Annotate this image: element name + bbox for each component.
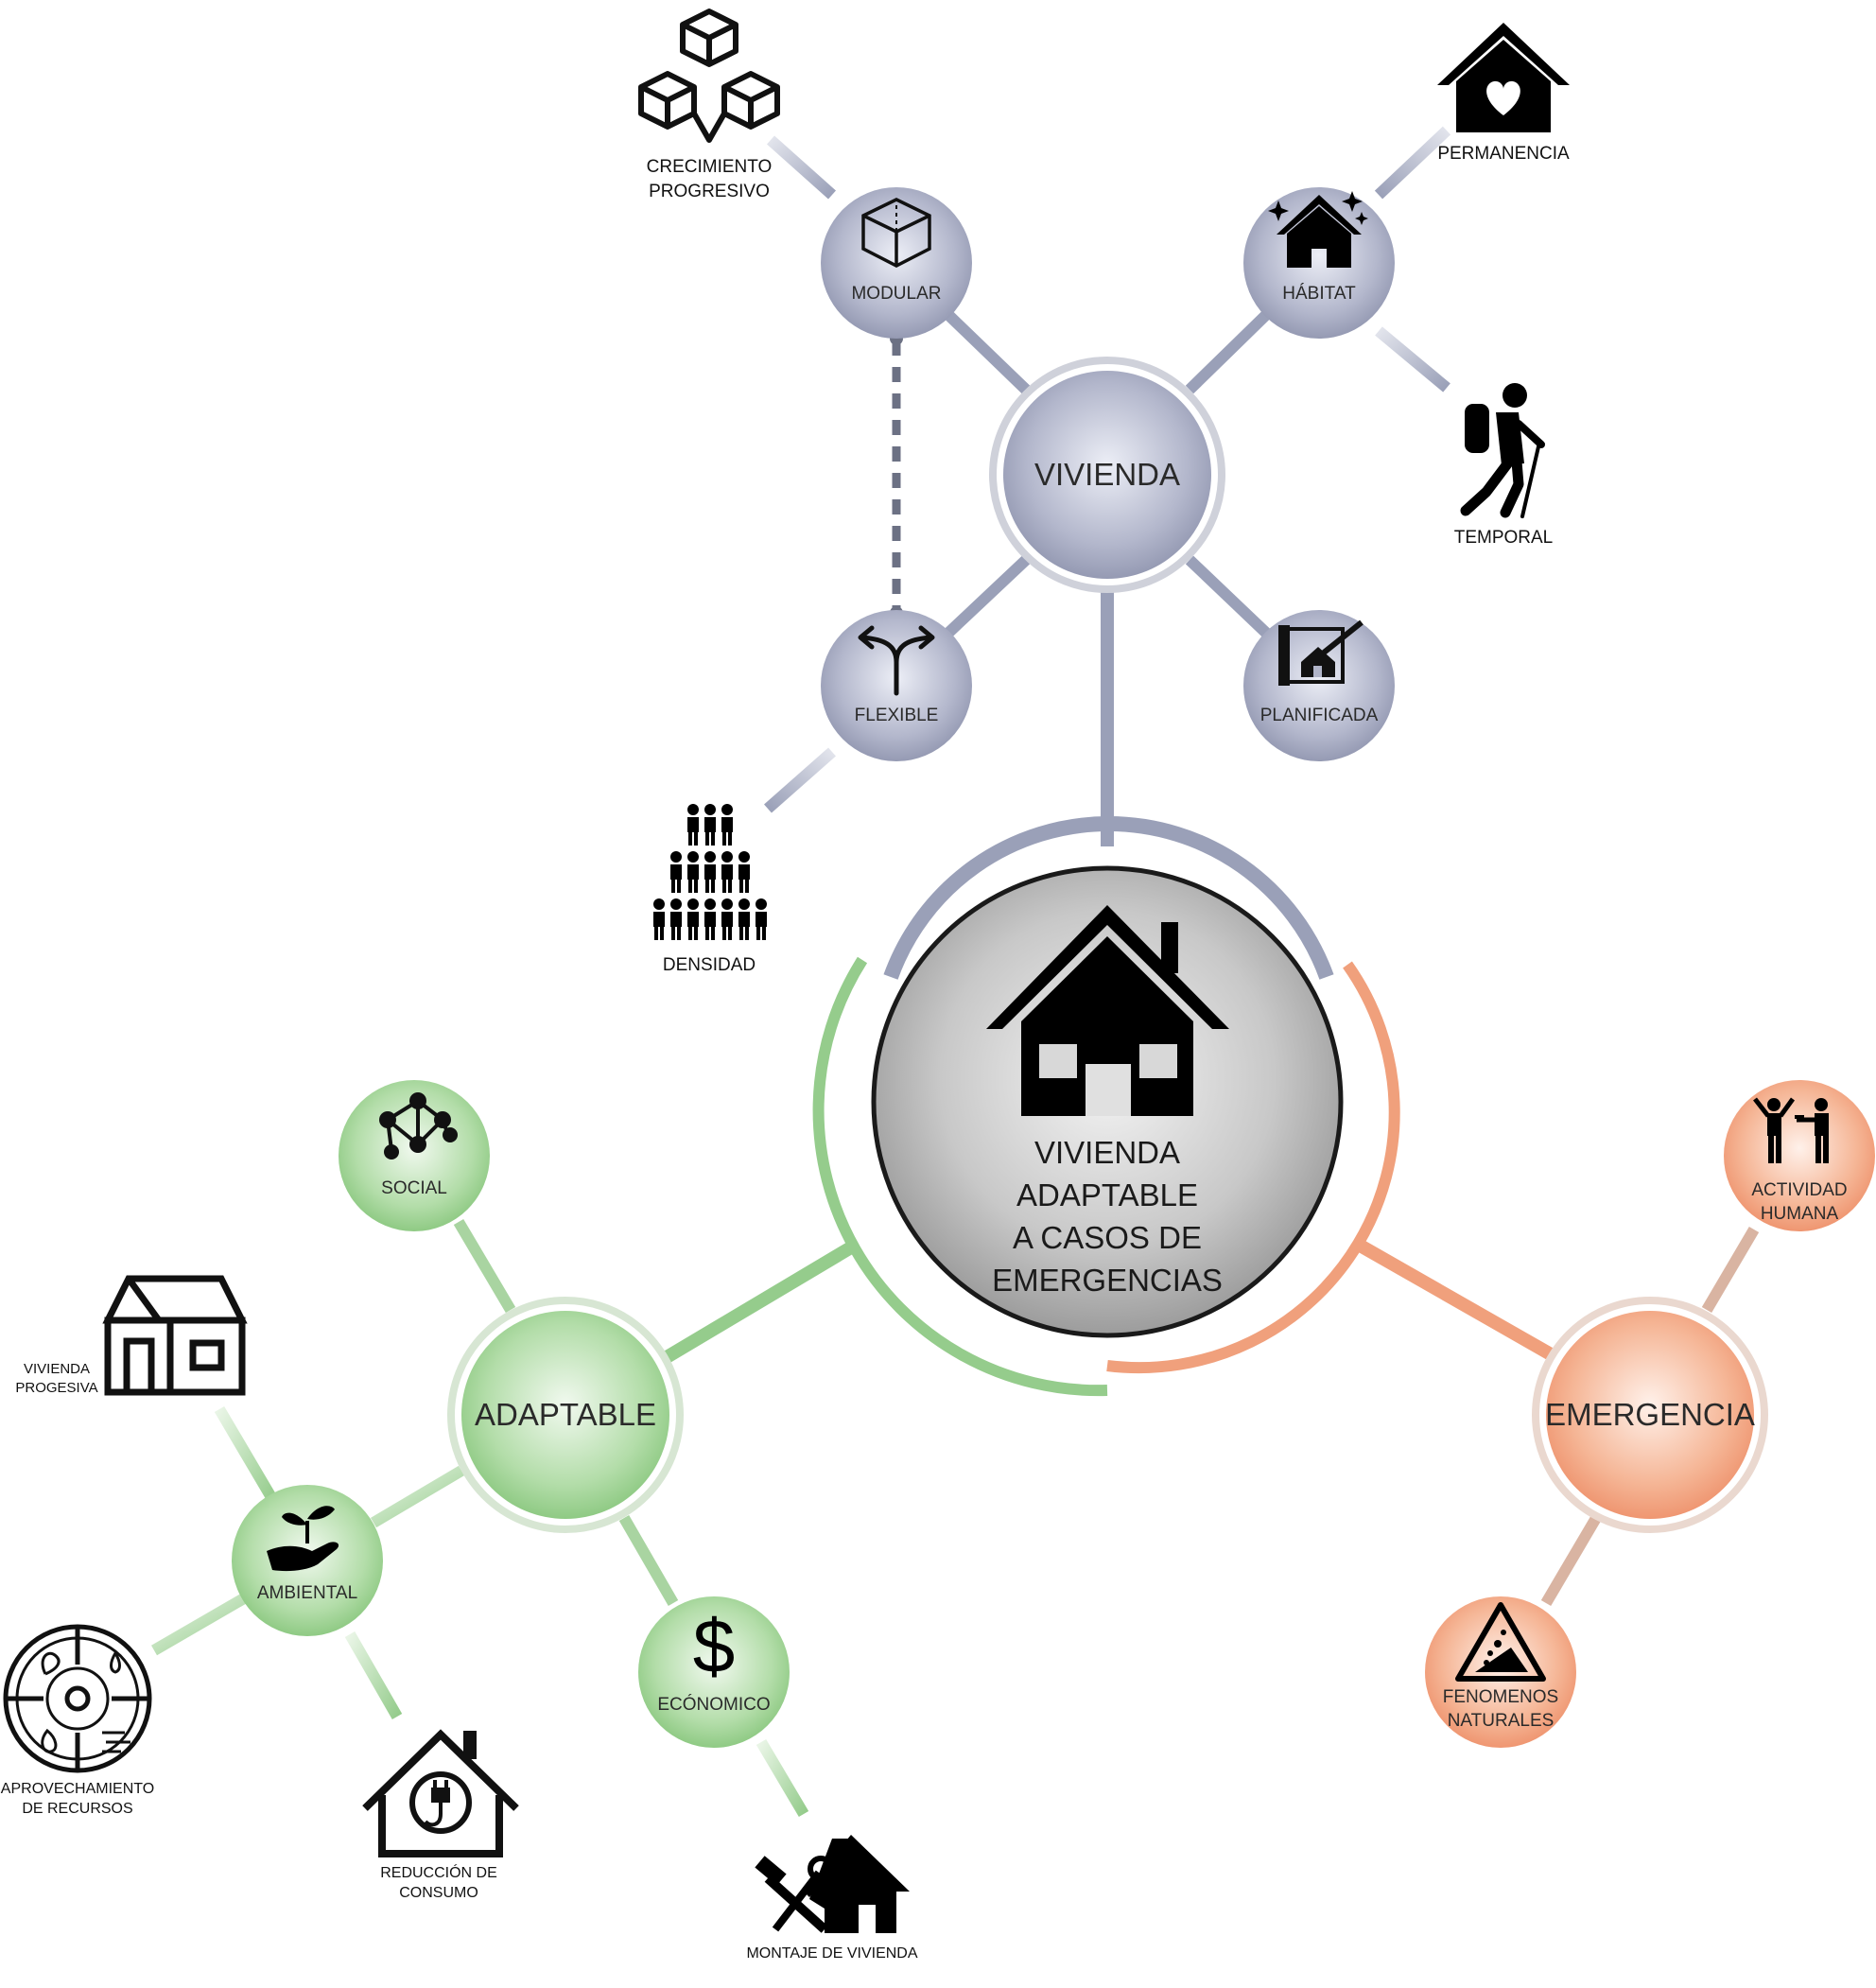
leaf-aprovechamiento-label-2: DE RECURSOS (22, 1801, 132, 1817)
node-actividad: ACTIVIDAD HUMANA (1724, 1080, 1875, 1231)
connector-adaptable-social (453, 1218, 516, 1314)
connector-flexible-densidad (764, 747, 836, 813)
node-actividad-label-2: HUMANA (1761, 1204, 1839, 1224)
node-modular-label: MODULAR (851, 284, 941, 304)
leaf-temporal: TEMPORAL (1454, 383, 1554, 548)
leaf-crecimiento: CRECIMIENTO PROGRESIVO (638, 9, 780, 201)
dollar-icon: $ (693, 1604, 736, 1688)
center-title-line-3: A CASOS DE (1013, 1220, 1202, 1255)
connector-vivienda-flexible (941, 555, 1031, 640)
center-title-line-4: EMERGENCIAS (992, 1263, 1223, 1298)
node-fenomenos-label-2: NATURALES (1448, 1711, 1555, 1731)
center-arc-blue (883, 816, 1334, 980)
connector-adaptable-center (658, 1238, 860, 1367)
leaf-montaje-label: MONTAJE DE VIVIENDA (746, 1945, 917, 1962)
node-modular: MODULAR (821, 187, 972, 339)
leaf-vivienda-progesiva-label-1: VIVIENDA (24, 1361, 90, 1377)
leaf-reduccion: REDUCCIÓN DE CONSUMO (362, 1729, 519, 1901)
tools-house-icon (755, 1835, 910, 1933)
leaf-densidad: DENSIDAD (653, 804, 767, 975)
leaf-aprovechamiento-label-1: APROVECHAMIENTO (1, 1781, 154, 1797)
heart-house-icon (1437, 23, 1570, 132)
connector-modular-crecimiento (767, 135, 836, 200)
center-node: VIVIENDA ADAPTABLE A CASOS DE EMERGENCIA… (812, 816, 1400, 1397)
leaf-aprovechamiento: APROVECHAMIENTO DE RECURSOS (1, 1624, 154, 1817)
node-ambiental-label: AMBIENTAL (257, 1583, 357, 1603)
blueprint-icon (1278, 619, 1364, 686)
connector-economico-montaje (756, 1738, 809, 1818)
node-planificada: PLANIFICADA (1243, 610, 1395, 761)
connector-emergencia-actividad (1701, 1226, 1760, 1314)
hub-vivienda-label: VIVIENDA (1034, 457, 1180, 492)
cube-icon (861, 198, 931, 268)
hiker-icon (1460, 383, 1545, 518)
leaf-reduccion-label-2: CONSUMO (399, 1885, 478, 1901)
network-icon (379, 1092, 458, 1160)
center-title-line-1: VIVIENDA (1034, 1135, 1180, 1170)
connector-ambiental-reduccion (344, 1631, 403, 1719)
plug-house-icon (362, 1729, 519, 1857)
connector-emergencia-fenomenos (1540, 1514, 1602, 1607)
node-economico-label: ECÓNOMICO (657, 1694, 770, 1715)
connector-emergencia-center (1353, 1237, 1555, 1361)
connector-ambiental-viviendaprog (214, 1405, 278, 1503)
node-habitat: HÁBITAT (1243, 187, 1395, 339)
leaf-permanencia: PERMANENCIA (1437, 23, 1570, 164)
node-fenomenos-label-1: FENOMENOS (1443, 1687, 1558, 1707)
resources-icon (3, 1624, 152, 1773)
house-icon (986, 905, 1229, 1116)
hub-vivienda: VIVIENDA (989, 357, 1225, 593)
leaf-vivienda-progesiva: VIVIENDA PROGESIVA (15, 1275, 248, 1396)
leaf-densidad-label: DENSIDAD (663, 955, 756, 975)
hub-emergencia: EMERGENCIA (1532, 1297, 1768, 1533)
connector-vivienda-habitat (1185, 307, 1274, 394)
node-economico: $ ECÓNOMICO (638, 1596, 790, 1748)
node-fenomenos: FENOMENOS NATURALES (1425, 1596, 1576, 1748)
conflict-icon (1753, 1097, 1829, 1163)
node-flexible: FLEXIBLE (821, 610, 972, 761)
leaf-vivienda-progesiva-label-2: PROGESIVA (15, 1380, 97, 1396)
connector-habitat-temporal (1375, 326, 1450, 392)
leaf-crecimiento-label-1: CRECIMIENTO (647, 157, 773, 177)
connector-habitat-permanencia (1374, 126, 1451, 200)
leaf-reduccion-label-1: REDUCCIÓN DE (380, 1863, 497, 1881)
hub-emergencia-label: EMERGENCIA (1545, 1397, 1755, 1432)
node-social-label: SOCIAL (381, 1178, 447, 1198)
node-flexible-label: FLEXIBLE (855, 706, 939, 725)
growing-house-icon (102, 1275, 248, 1396)
landslide-warning-icon (1455, 1602, 1546, 1682)
hub-adaptable: ADAPTABLE (447, 1297, 684, 1533)
leaf-temporal-label: TEMPORAL (1454, 528, 1554, 548)
node-ambiental: AMBIENTAL (232, 1485, 383, 1636)
sparkle-house-icon (1268, 191, 1368, 268)
cubes-icon (638, 9, 780, 143)
split-arrow-icon (858, 625, 935, 696)
center-title-line-2: ADAPTABLE (1016, 1177, 1198, 1212)
node-planificada-label: PLANIFICADA (1260, 706, 1379, 725)
connector-adaptable-ambiental (370, 1465, 465, 1528)
node-habitat-label: HÁBITAT (1282, 284, 1356, 304)
connector-adaptable-economico (618, 1514, 679, 1607)
connector-vivienda-planificada (1185, 555, 1274, 640)
leaf-crecimiento-label-2: PROGRESIVO (649, 182, 770, 201)
connector-ambiental-aprovechamiento (150, 1593, 248, 1656)
plant-hand-icon (267, 1506, 339, 1572)
crowd-icon (653, 804, 767, 940)
leaf-permanencia-label: PERMANENCIA (1437, 144, 1570, 164)
hub-adaptable-label: ADAPTABLE (475, 1397, 656, 1432)
connector-vivienda-modular (941, 307, 1031, 394)
node-actividad-label-1: ACTIVIDAD (1751, 1180, 1847, 1200)
center-arc-orange (1106, 961, 1400, 1374)
node-social: SOCIAL (339, 1080, 490, 1231)
leaf-montaje: MONTAJE DE VIVIENDA (746, 1835, 918, 1962)
center-arc-green (812, 956, 1108, 1397)
